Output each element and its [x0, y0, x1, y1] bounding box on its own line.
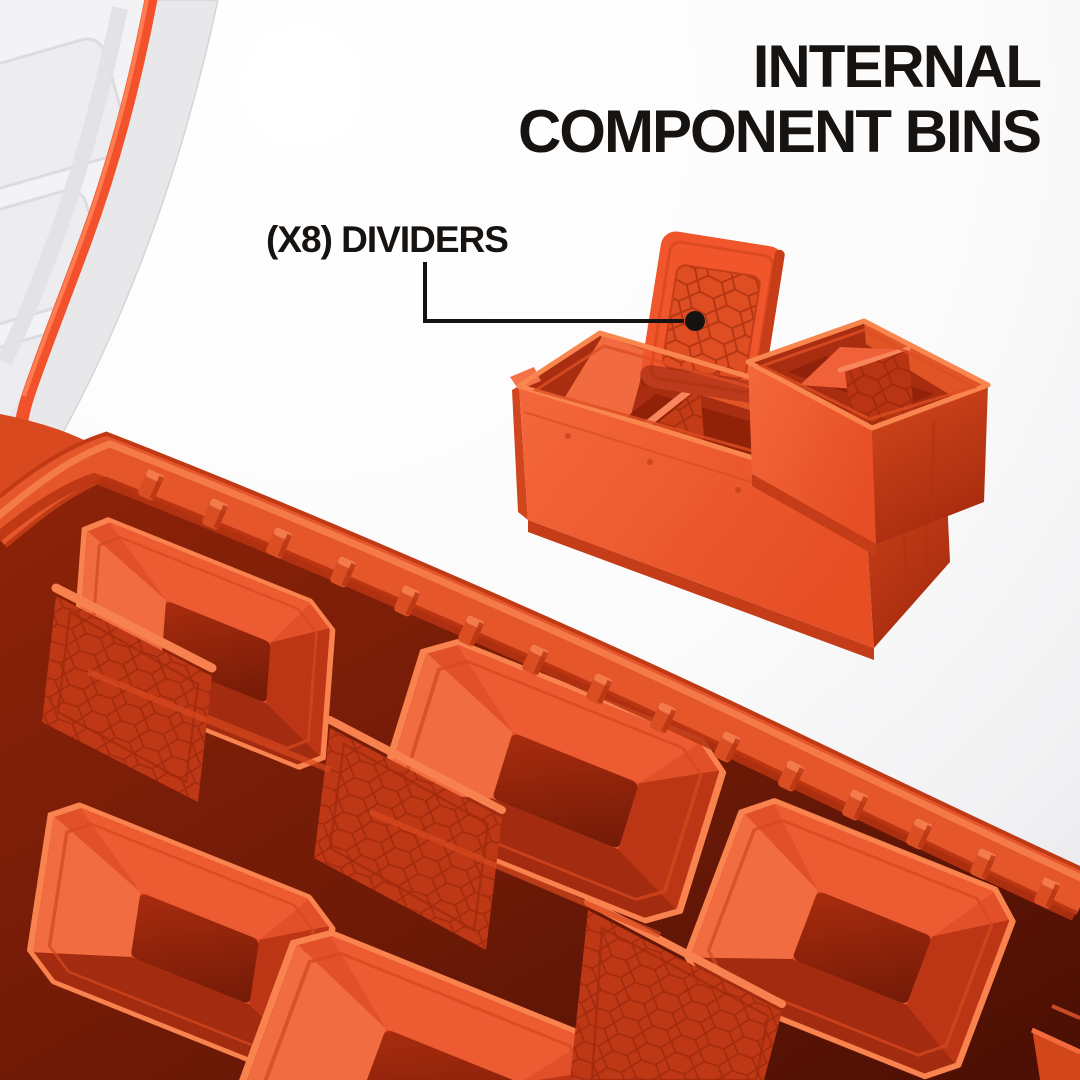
bin-bottom-lip	[528, 520, 874, 660]
bin-bottom-lip	[752, 474, 876, 556]
bin-front-face	[519, 386, 874, 648]
hex-divider	[570, 898, 786, 1080]
bin-left-face	[512, 386, 528, 520]
hex-divider	[314, 716, 506, 950]
page-title: INTERNAL COMPONENT BINS	[517, 33, 1042, 165]
bin-rim-inner-lip	[758, 328, 978, 421]
floating-bin-small	[745, 318, 991, 556]
callout-line	[423, 262, 684, 323]
rim-lip-highlight	[0, 440, 1080, 882]
page-title-line2: COMPONENT BINS	[517, 98, 1042, 165]
hex-divider	[42, 583, 217, 802]
main-organizer-case	[0, 414, 1080, 1080]
bin-wall-edge	[86, 669, 332, 773]
page-title-line1: INTERNAL	[752, 33, 1042, 100]
corner-bin-edge	[1030, 1004, 1080, 1080]
bin-side-groove	[929, 419, 936, 521]
callout	[423, 262, 705, 331]
callout-dot	[685, 311, 705, 331]
lid-gasket-highlight	[22, 0, 149, 397]
rim-flange	[0, 435, 1080, 912]
bin-right-face	[872, 385, 988, 544]
dividers-label: (X8) DIVIDERS	[266, 219, 509, 260]
bin-wall-edge	[368, 809, 662, 938]
bin-rim-highlight	[745, 318, 991, 431]
case-rim	[0, 431, 1080, 921]
bin-front-face	[748, 362, 876, 544]
